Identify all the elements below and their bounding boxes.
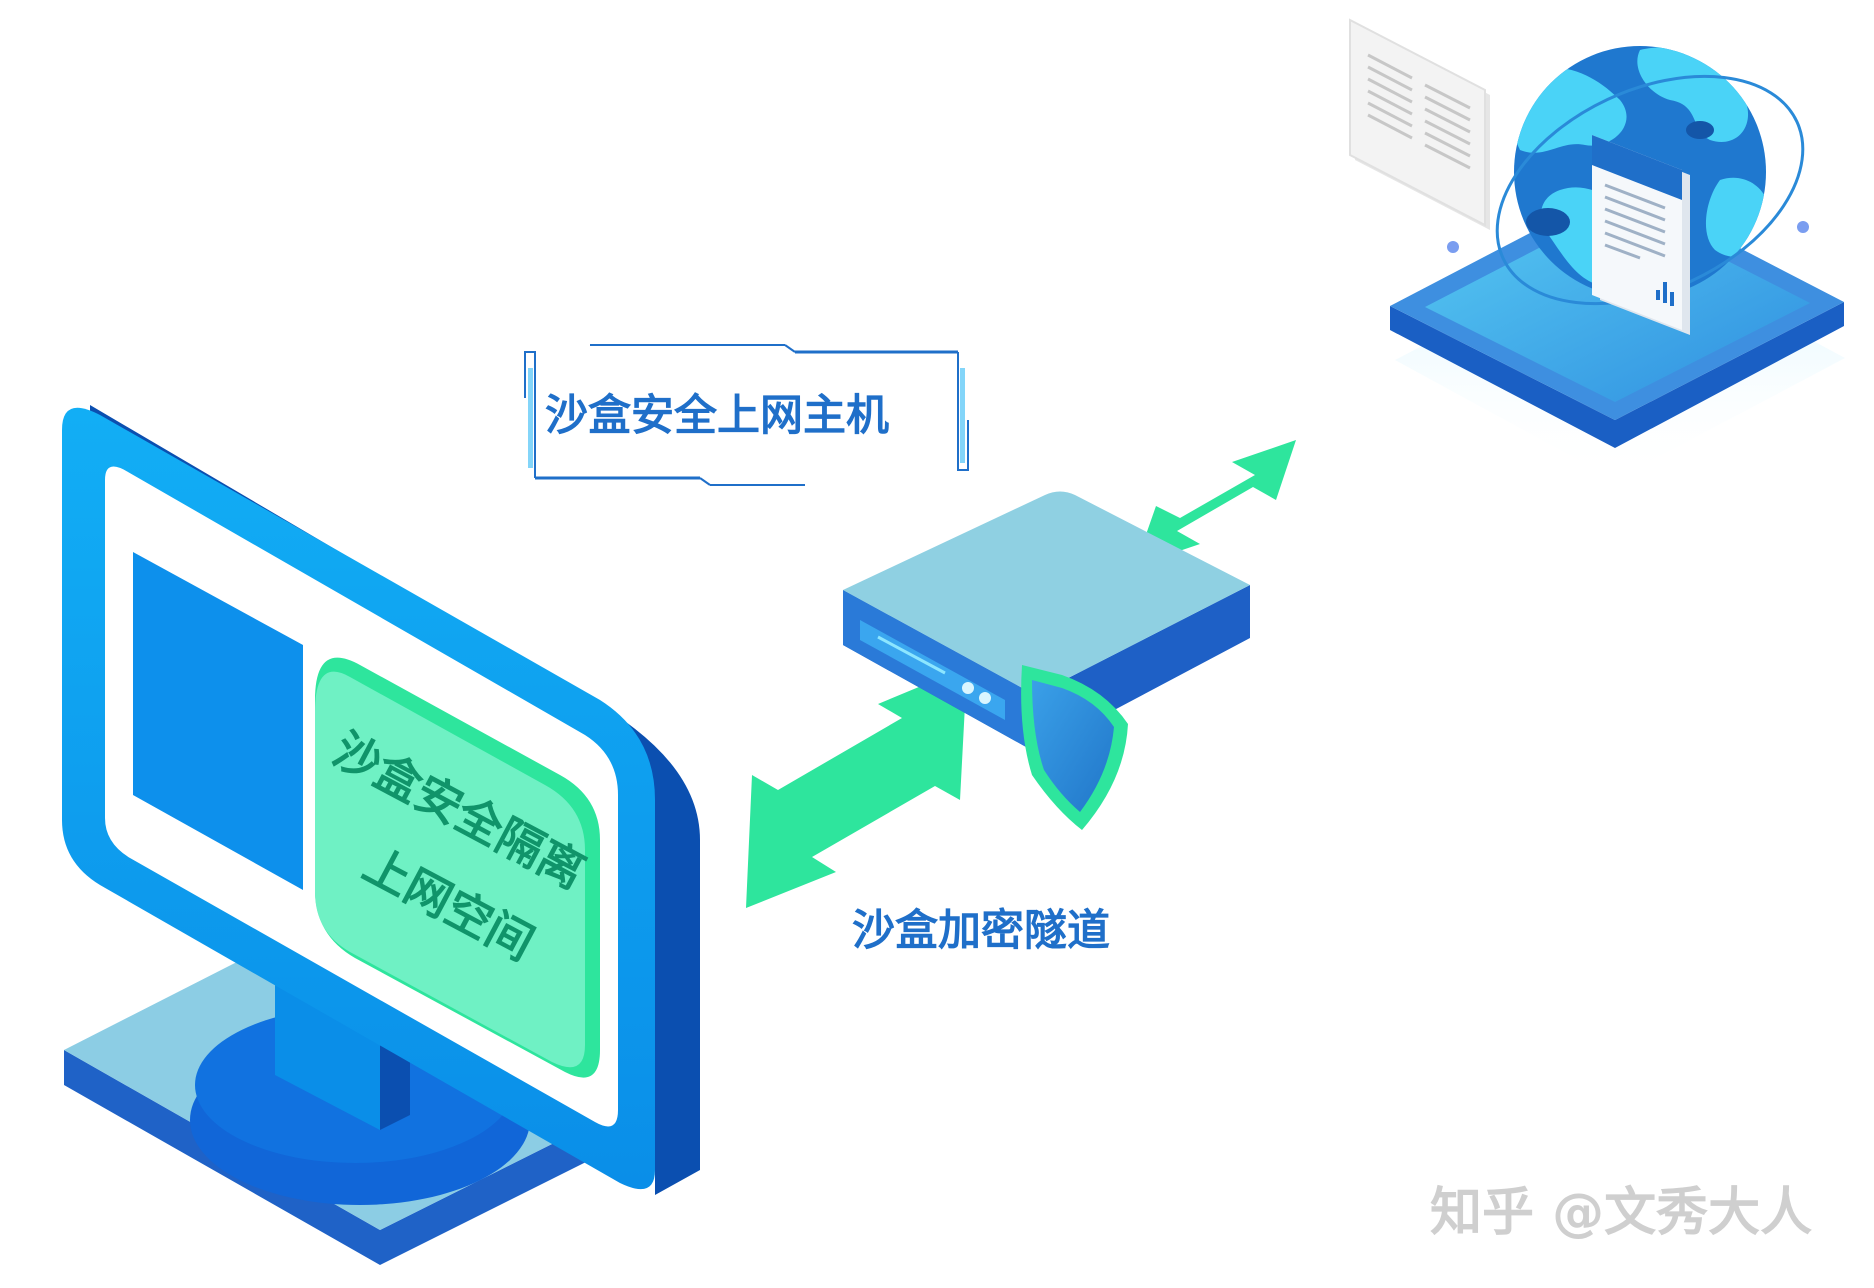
host-title: 沙盒安全上网主机 [545, 391, 889, 441]
bidirectional-arrow-internet [1135, 440, 1296, 566]
bidirectional-arrow-tunnel [746, 667, 967, 908]
monitor-icon [62, 405, 700, 1265]
tunnel-label: 沙盒加密隧道 [852, 906, 1110, 956]
document-icon [1592, 135, 1690, 335]
document-icon [1349, 18, 1490, 230]
shield-icon [1021, 665, 1128, 830]
host-label-frame [524, 344, 969, 486]
watermark: 知乎 @文秀大人 [1430, 1183, 1812, 1243]
